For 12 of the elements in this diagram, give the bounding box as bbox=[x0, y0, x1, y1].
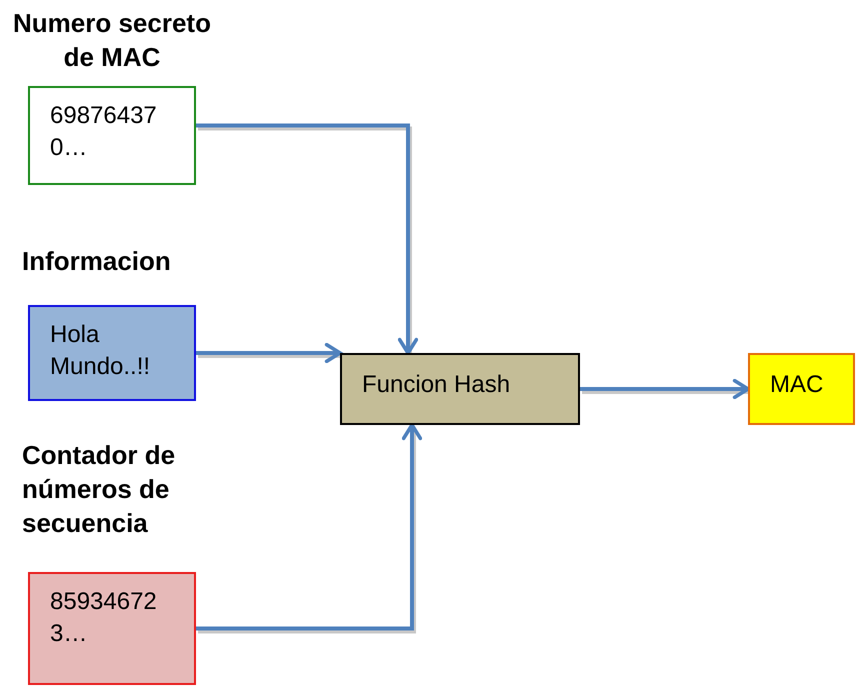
arrow bbox=[196, 423, 422, 634]
input-box: 859346723… bbox=[28, 572, 196, 685]
heading-text: Contador de números de secuencia bbox=[22, 440, 176, 538]
input-box: Hola Mundo..!! bbox=[28, 305, 196, 401]
arrow bbox=[196, 342, 342, 364]
arrow bbox=[196, 124, 418, 356]
arrow bbox=[580, 378, 750, 400]
heading-text: Informacion bbox=[22, 246, 171, 276]
input-box: 698764370… bbox=[28, 86, 196, 185]
process-box: Funcion Hash bbox=[340, 353, 580, 425]
output-box: MAC bbox=[748, 353, 855, 425]
heading-text: Numero secreto de MAC bbox=[13, 8, 211, 72]
